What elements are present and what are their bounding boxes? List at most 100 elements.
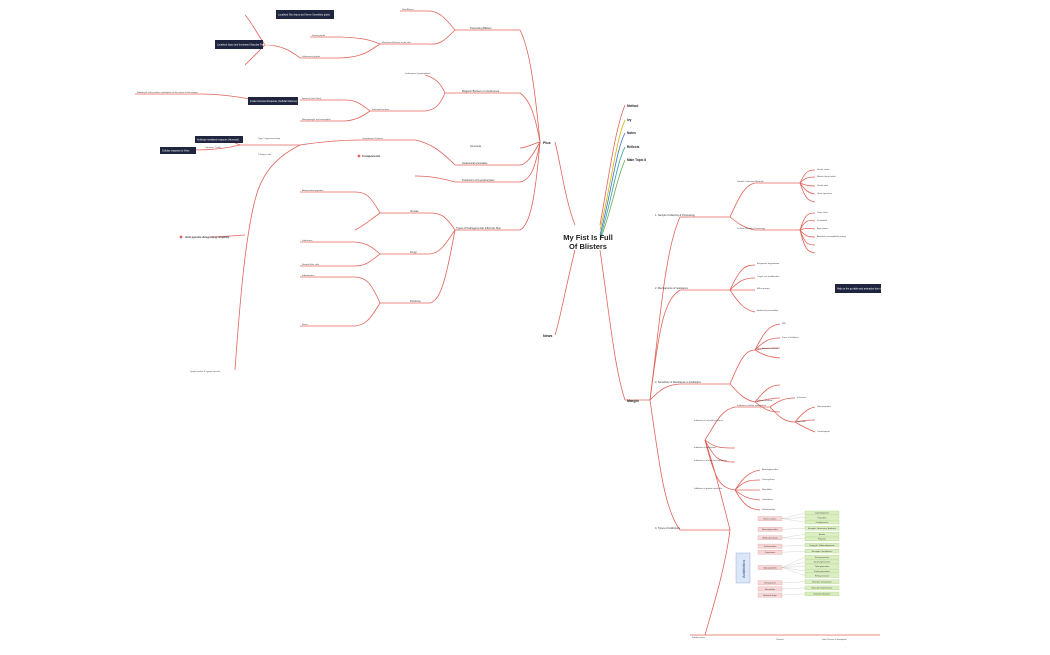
table-class-label: Macrolides [765,588,775,591]
margin-leaf-3: Sterile tube [817,184,829,187]
table-connector [781,561,806,568]
branch-main-topic-8[interactable]: Main Topic 8 [627,158,646,162]
connectors [135,10,880,636]
edge-root-margin [599,249,626,401]
table-sub-label: Fifth generation [815,574,829,577]
margin-leaf-14: Disc diffusion method [757,347,779,350]
leaf-plus-5: Intestinal bacteria [372,108,390,111]
dark-box-1 [276,10,334,19]
footer-examples: Sub-Classes & Examples [822,639,848,641]
topic-anatomical[interactable]: Anatomical anomalies [462,161,488,165]
margin-leaf-15: Dilution method [757,399,773,402]
table-connector [781,587,806,590]
inhibitor-3: Inhibitors of protein synthesis [694,487,723,490]
table-connector [781,593,806,596]
footer-note: Further notes [692,636,706,639]
dark-box-2-text: Localised Injury and Increased Vascular … [217,44,274,47]
margin-leaf-6: Gram stain [817,211,828,214]
margin-leaf-5: Culture (Sample Processing) [737,227,765,230]
table-connector [781,512,806,519]
components-label[interactable]: Components [362,154,381,158]
margin-leaf-17: Zone of inhibition [782,336,799,339]
branch-method[interactable]: Method [627,104,638,108]
topic-biogenic-barriers[interactable]: Biogenic Barriers or Interference [462,89,500,93]
table-sub-label: Carbapenems [816,522,829,524]
leaf-plus-11: Natural killer cells [302,263,320,266]
branch-ivy[interactable]: Ivy [627,118,632,122]
table-sub-label: Penicillins [818,517,827,519]
topic-fungi[interactable]: Fungi [410,250,417,254]
margin-section-2[interactable]: 2. Mechanisms of resistance [655,286,688,290]
branch-reflects[interactable]: Reflects [627,145,640,149]
table-connector [781,537,806,540]
topic-protectors[interactable]: Protectors of (Lymphocytes) [462,178,494,182]
table-connector [781,517,806,519]
sub-item-2: Glycopeptides [817,405,832,408]
inhibitor-0: Inhibitors of cell wall synthesis [694,419,724,422]
dark-box-1-text: Localised Skin Injury and Nerve Sensitiv… [278,14,330,17]
topic-preventing-blisters[interactable]: Preventing Blisters [470,26,492,30]
margin-leaf-2: Blood culture bottle [817,175,837,178]
margin-leaf-0: Sample Collection Methods [737,180,765,183]
margin-section-4[interactable]: 4. Types of Antibiotics [655,526,681,530]
table-sub-label: Example: Doxycycline [812,582,832,584]
margin-section-1[interactable]: 1. Sample Collecting & Processing [655,213,695,217]
table-connector [781,557,806,568]
table-sub-label: Polyenes [818,539,826,541]
table-sub-cell [804,573,840,578]
table-connector [781,528,806,530]
dark-box-3-text: Innate Immune Response (Cellular Defence… [250,100,298,103]
sub-item-8: Trimethoprim [817,430,830,433]
margin-section-3[interactable]: 3. Sensitivity & Resistance to Antibioti… [655,380,702,384]
branch-news[interactable]: News [543,334,552,338]
root-title-line2: Of Blisters [569,242,607,251]
topic-ammonia[interactable]: Ammonia [470,144,482,148]
leaf-plus-0: Skin/Blisters [402,8,415,11]
table-sub-label: Example: Acyclovir [814,593,831,596]
dark-box-5-text: Cellular response to Virus [162,150,190,153]
highlight-note-text: Help on the go table and animation from … [837,288,901,291]
dark-box-5 [160,147,196,154]
leaf-plus-1: Mechanical Barrier to the skin [382,41,412,44]
note-memory-b: Memory B cells produce antibodies on the… [137,91,199,94]
topic-protozoa[interactable]: Protozoa [410,299,421,303]
branch-notes[interactable]: Notes [627,131,636,135]
table-class-label: Antifungal drugs [762,537,777,540]
table-connector [781,534,806,538]
antibiotics-label-box [735,552,751,584]
leaf-plus-6: Bacteria (Gut Flora) [302,97,321,100]
sub-item-0: β-lactams [797,396,807,399]
edge-root-ivy [599,119,626,231]
table-connector [781,567,806,576]
margin-leaf-1: Sterile swab [817,168,830,171]
topic-pathogens[interactable]: Types of Pathogens that Inflict the Skin [456,226,501,230]
leaf-plus-10: Interferons [302,239,313,242]
topic-viruses[interactable]: Viruses [410,209,419,213]
antibiotics-label: Antibiotics [741,560,746,578]
sub-item-5: Macrolides [762,488,773,491]
table-sub-label: Example: Erythromycin [812,587,833,590]
table-class-label: Tetracyclines [764,582,776,585]
highlight-note-box [835,284,881,293]
note-t-helper: T-helper cells [258,153,272,156]
leaf-plus-7: Macrophages and neutrophils [302,118,332,121]
inhibitor-1: Inhibitors of translation [694,446,717,449]
inhibitor-4: Inhibitors of folate metabolism [737,404,766,407]
inhibitor-2: Inhibitors of nucleic acid synthesis [694,459,728,462]
dark-box-4-text: Antibody-mediated response (Humoral) [197,139,239,142]
sub-item-4: Tetracyclines [762,478,776,481]
root-topic[interactable]: My Fist Is Full Of Blisters [563,233,613,251]
table-class-label: Quinolones [765,552,776,554]
margin-leaf-16: MIC [782,323,786,325]
note-anti-pyretic[interactable]: Anti pyretic drugs (e.g. aspirin) [185,235,229,239]
branch-plus[interactable]: Plus [543,141,551,145]
table-connector [781,544,806,547]
dark-box-4 [195,136,243,143]
table-rows: Beta LactamsCephalosporinsPenicillinsCar… [757,510,840,598]
branch-margin[interactable]: Margin [627,399,639,403]
footer-classes: Classes [776,639,785,641]
table-class-label: Glycopeptides [763,566,776,569]
antibiotics-table: Antibiotics Beta LactamsCephalosporinsPe… [692,510,848,641]
